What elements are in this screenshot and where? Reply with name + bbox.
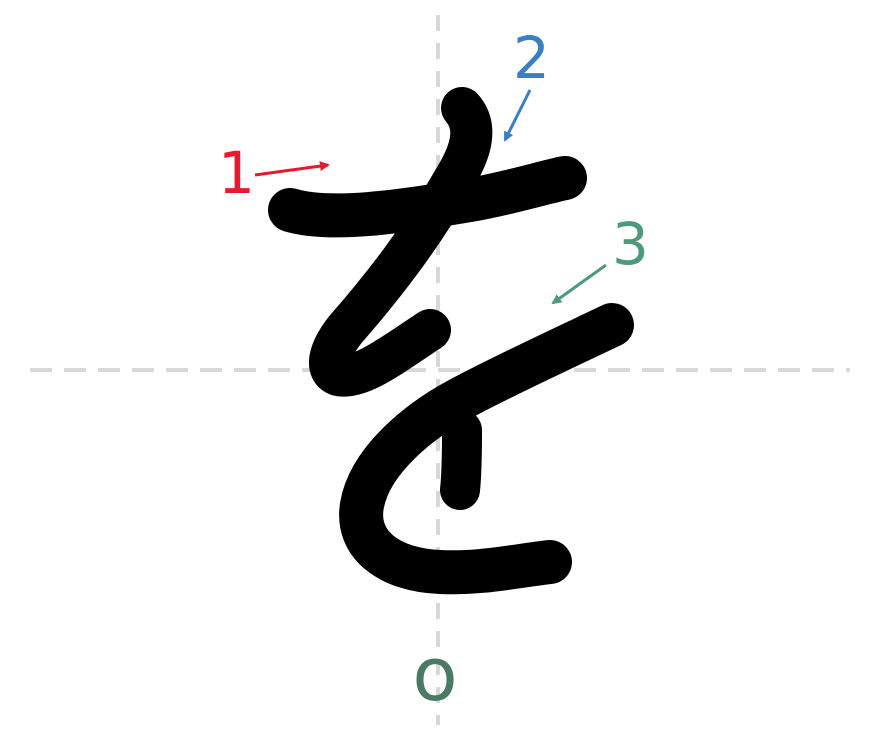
glyph-stroke-2 <box>309 87 493 397</box>
stroke-number-1: 1 <box>218 139 255 207</box>
glyph-stroke-3 <box>339 303 634 595</box>
stroke-label-1: 1 <box>218 139 330 207</box>
character-glyph <box>268 87 634 595</box>
glyph-hook <box>440 410 482 510</box>
stroke-arrow-1 <box>254 161 330 177</box>
stroke-label-2: 2 <box>503 24 550 142</box>
stroke-number-2: 2 <box>513 24 550 92</box>
stroke-arrow-2 <box>503 89 532 142</box>
romaji-label: o <box>412 632 457 718</box>
stroke-number-3: 3 <box>612 210 649 278</box>
stroke-arrow-3 <box>551 263 607 305</box>
stroke-label-3: 3 <box>551 210 649 305</box>
